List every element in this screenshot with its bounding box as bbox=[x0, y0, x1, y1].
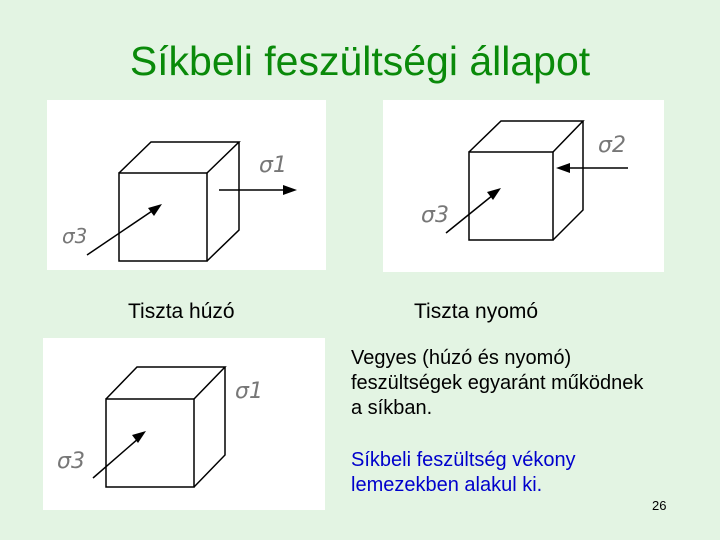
paragraph-mixed-stress: Vegyes (húzó és nyomó) feszültségek egya… bbox=[351, 347, 644, 419]
diagram-compression: σ2 σ3 bbox=[383, 100, 664, 272]
cube-side-face bbox=[552, 121, 584, 241]
paragraph-thin-plates: Síkbeli feszültség vékony lemezekben ala… bbox=[351, 449, 576, 496]
cube-diagram-compression: σ2 σ3 bbox=[421, 120, 628, 241]
cube-side-face bbox=[206, 142, 240, 262]
sigma-b-label: σ3 bbox=[57, 449, 85, 474]
cube-front-face bbox=[105, 398, 195, 488]
cube-top-face bbox=[105, 366, 227, 400]
sigma-a-label: σ2 bbox=[598, 133, 626, 158]
page-number: 26 bbox=[652, 498, 667, 513]
cube-front-face bbox=[118, 172, 208, 262]
caption-compression: Tiszta nyomó bbox=[414, 300, 539, 323]
cube-front-face bbox=[468, 151, 554, 241]
sigma-b-arrow bbox=[445, 194, 494, 234]
sigma-a-label: σ1 bbox=[259, 153, 287, 178]
sigma-b-arrow bbox=[92, 437, 140, 479]
sigma-a-label: σ1 bbox=[235, 379, 263, 404]
sigma-b-label: σ3 bbox=[421, 203, 449, 228]
diagram-mixed: σ1 σ3 bbox=[43, 338, 325, 510]
cube-diagram-mixed: σ1 σ3 bbox=[57, 366, 263, 488]
sigma-b-arrow bbox=[86, 206, 159, 256]
cube-top-face bbox=[118, 141, 241, 174]
slide-title: Síkbeli feszültségi állapot bbox=[129, 38, 591, 84]
cube-diagram-tension: σ1 σ3 bbox=[62, 141, 297, 262]
cube-top-face bbox=[468, 120, 585, 153]
diagram-tension: σ1 σ3 bbox=[47, 100, 326, 270]
caption-tension: Tiszta húzó bbox=[128, 300, 235, 323]
sigma-b-label: σ3 bbox=[62, 224, 87, 248]
cube-side-face bbox=[193, 367, 226, 488]
